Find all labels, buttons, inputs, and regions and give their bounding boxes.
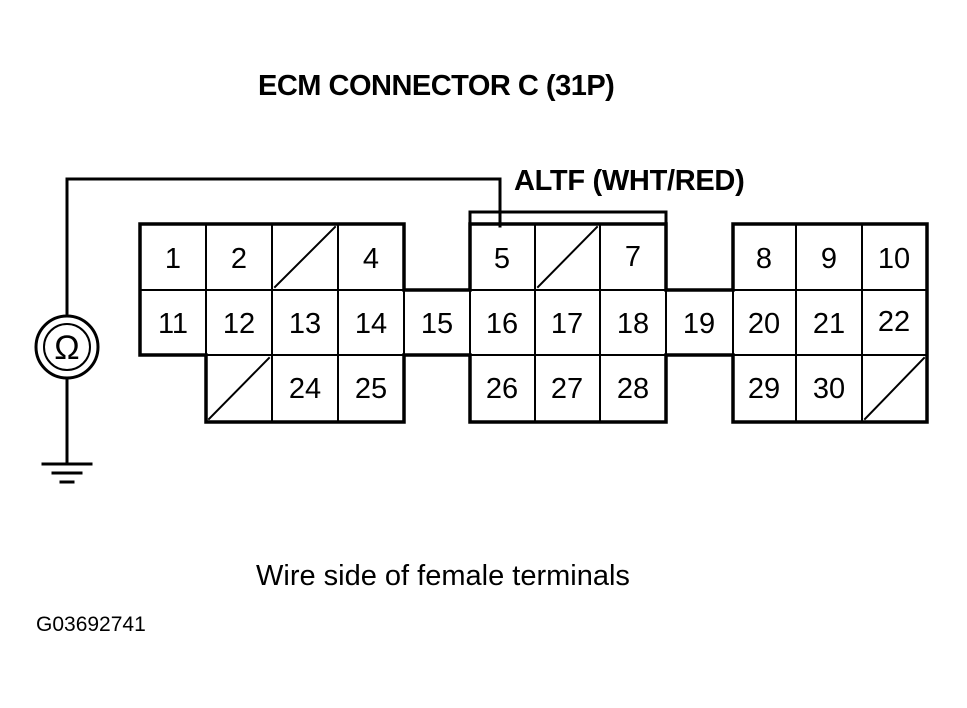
- ohm-symbol: Ω: [54, 329, 79, 367]
- terminal-1: 1: [165, 243, 181, 275]
- terminal-row-1: 1 2 4 5 7 8 9 10: [165, 241, 910, 275]
- empty-cavity-3: [273, 225, 337, 289]
- terminal-13: 13: [289, 308, 321, 340]
- terminal-row-3: 24 25 26 27 28 29 30: [289, 373, 845, 405]
- terminal-12: 12: [223, 308, 255, 340]
- wire-label: ALTF (WHT/RED): [514, 165, 745, 197]
- terminal-11: 11: [158, 308, 188, 340]
- terminal-25: 25: [355, 373, 387, 405]
- figure-id: G03692741: [36, 613, 146, 636]
- terminal-5: 5: [494, 243, 510, 275]
- terminal-2: 2: [231, 243, 247, 275]
- terminal-17: 17: [551, 308, 583, 340]
- terminal-27: 27: [551, 373, 583, 405]
- terminal-22: 22: [878, 306, 910, 338]
- terminal-24: 24: [289, 373, 321, 405]
- empty-cavity-marks: [207, 225, 926, 421]
- terminal-bracket: [468, 210, 668, 224]
- meter-lead-wire: [65, 177, 502, 315]
- connector-outline: [138, 222, 929, 424]
- terminal-8: 8: [756, 243, 772, 275]
- empty-cavity-6: [536, 225, 599, 289]
- terminal-20: 20: [748, 308, 780, 340]
- terminal-7: 7: [625, 241, 641, 273]
- connector-grid: [139, 223, 928, 423]
- terminal-18: 18: [617, 308, 649, 340]
- terminal-16: 16: [486, 308, 518, 340]
- connector-title: ECM CONNECTOR C (31P): [258, 70, 615, 102]
- terminal-10: 10: [878, 243, 910, 275]
- terminal-15: 15: [421, 308, 453, 340]
- terminal-30: 30: [813, 373, 845, 405]
- terminal-21: 21: [813, 308, 845, 340]
- view-caption: Wire side of female terminals: [256, 560, 630, 592]
- empty-cavity-31: [863, 356, 926, 421]
- terminal-9: 9: [821, 243, 837, 275]
- terminal-28: 28: [617, 373, 649, 405]
- terminal-4: 4: [363, 243, 379, 275]
- terminal-19: 19: [683, 308, 715, 340]
- terminal-26: 26: [486, 373, 518, 405]
- ground-icon: [41, 376, 93, 484]
- empty-cavity-23: [207, 356, 271, 421]
- terminal-14: 14: [355, 308, 387, 340]
- terminal-29: 29: [748, 373, 780, 405]
- terminal-row-2: 11 12 13 14 15 16 17 18 19 20 21 22: [158, 306, 910, 340]
